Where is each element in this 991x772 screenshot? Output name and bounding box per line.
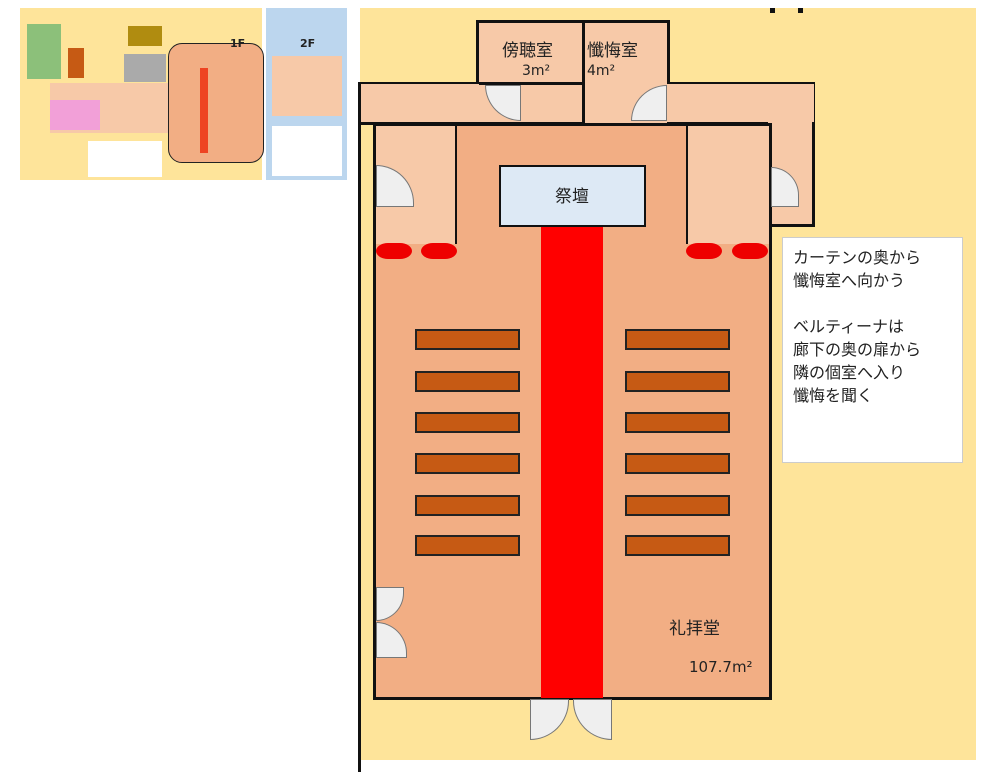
pew: [625, 371, 730, 392]
altar: [499, 165, 646, 227]
pew: [625, 412, 730, 433]
confession-room-area: 4m²: [587, 63, 616, 79]
pew: [625, 535, 730, 556]
pew: [415, 329, 520, 350]
pew: [625, 453, 730, 474]
floor-1-label: 1F: [230, 37, 246, 50]
pew: [415, 535, 520, 556]
listening-room-area: 3m²: [522, 63, 551, 79]
curtain-icon: [732, 243, 768, 259]
chapel-name: 礼拝堂: [669, 619, 720, 639]
pew: [415, 453, 520, 474]
pew: [415, 495, 520, 516]
confession-room-name: 懺悔室: [587, 41, 638, 61]
floor-2-label: 2F: [300, 37, 316, 50]
curtain-icon: [686, 243, 722, 259]
floor-2-thumbnail[interactable]: 2F: [266, 8, 347, 180]
red-carpet: [541, 227, 603, 698]
curtain-icon: [376, 243, 412, 259]
chapel-area: 107.7m²: [689, 658, 753, 676]
pew: [625, 329, 730, 350]
annotation-note: カーテンの奥から 懺悔室へ向かう ベルティーナは 廊下の奥の扉から 隣の個室へ入…: [782, 237, 963, 463]
listening-room-name: 傍聴室: [502, 41, 553, 61]
pew: [415, 412, 520, 433]
pew: [415, 371, 520, 392]
curtain-icon: [421, 243, 457, 259]
floor-1-thumbnail[interactable]: 1F: [20, 8, 264, 180]
right-side-room: [686, 126, 769, 244]
pew: [625, 495, 730, 516]
altar-label: 祭壇: [555, 187, 589, 207]
